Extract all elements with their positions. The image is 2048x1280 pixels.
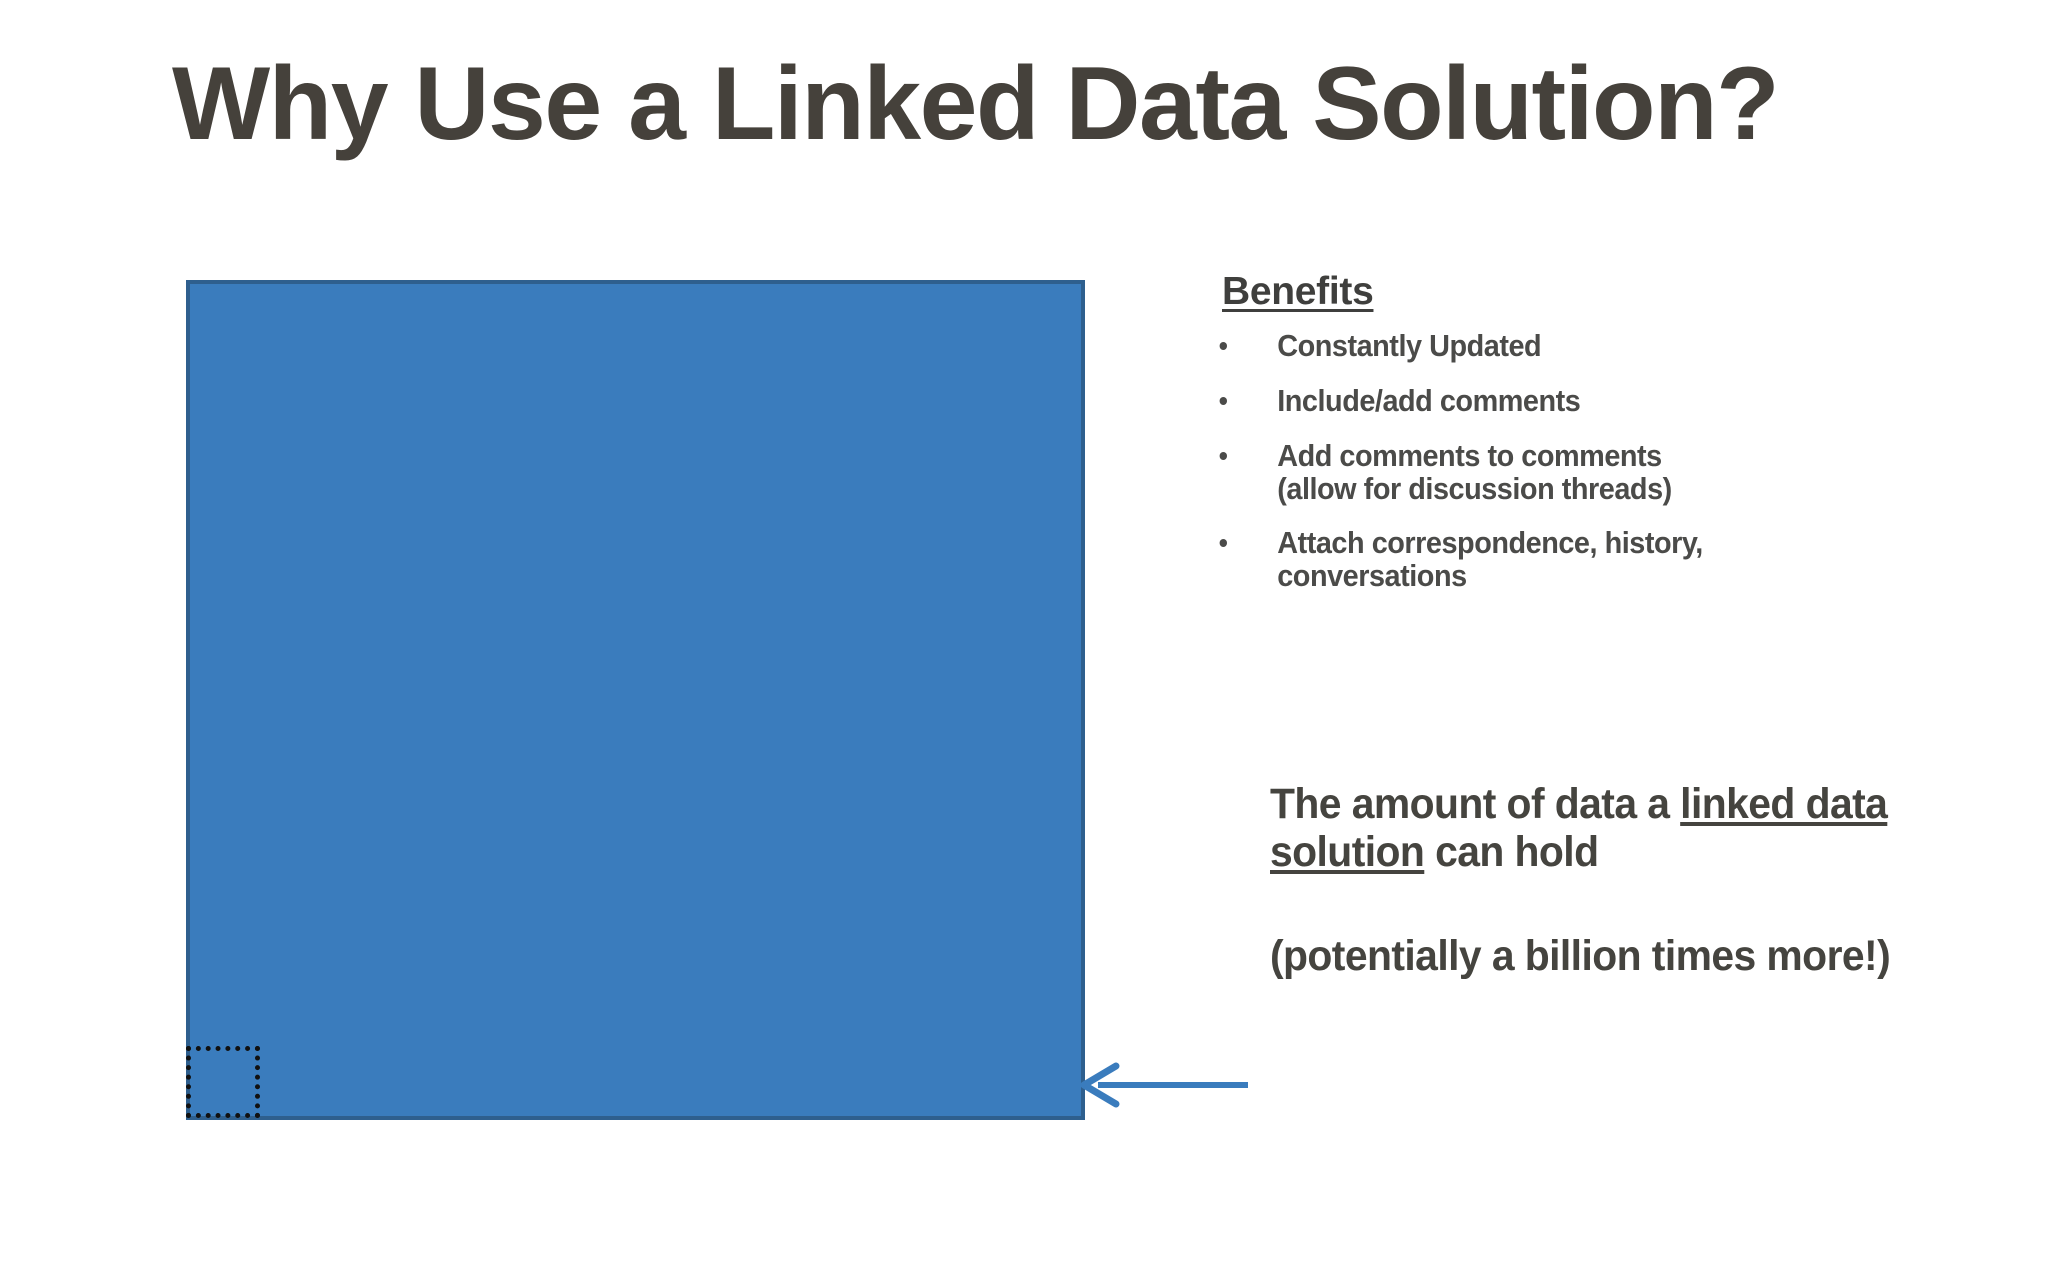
bullet-icon <box>1219 396 1228 405</box>
benefit-label: Attach correspondence, history, <box>1277 525 1703 561</box>
benefit-label: Include/add comments <box>1277 382 1581 418</box>
bullet-icon <box>1219 539 1228 548</box>
callout-text-block: The amount of data a linked data solutio… <box>1270 780 1970 980</box>
benefit-label: Add comments to comments <box>1277 437 1662 473</box>
callout-secondary-text: (potentially a billion times more!) <box>1270 932 1891 981</box>
callout-arrow-icon <box>1080 1062 1248 1108</box>
list-item: Attach correspondence, history, conversa… <box>1214 527 1949 593</box>
callout-primary-suffix: can hold <box>1424 828 1599 877</box>
bullet-icon <box>1219 451 1228 460</box>
callout-primary-text: The amount of data a linked data solutio… <box>1270 780 1935 876</box>
list-item: Add comments to comments (allow for disc… <box>1214 437 1949 506</box>
benefit-label-second-line: conversations <box>1277 558 1467 594</box>
callout-primary-prefix: The amount of data a <box>1270 780 1681 828</box>
list-item: Constantly Updated <box>1214 328 1949 363</box>
benefit-label: Constantly Updated <box>1277 328 1542 363</box>
bullet-icon <box>1219 342 1228 350</box>
list-item: Include/add comments <box>1214 382 1949 418</box>
page-title: Why Use a Linked Data Solution? <box>172 46 1780 162</box>
linked-data-capacity-rect <box>186 280 1085 1120</box>
current-data-square <box>186 1046 260 1118</box>
callout-primary-emphasis: linked data solution <box>1270 780 1888 877</box>
benefits-panel: Benefits Constantly Updated Include/add … <box>1214 270 2004 615</box>
benefit-label-second-line: (allow for discussion threads) <box>1277 470 1672 506</box>
benefits-heading: Benefits <box>1222 270 1374 313</box>
benefits-list: Constantly Updated Include/add comments … <box>1214 328 2004 593</box>
